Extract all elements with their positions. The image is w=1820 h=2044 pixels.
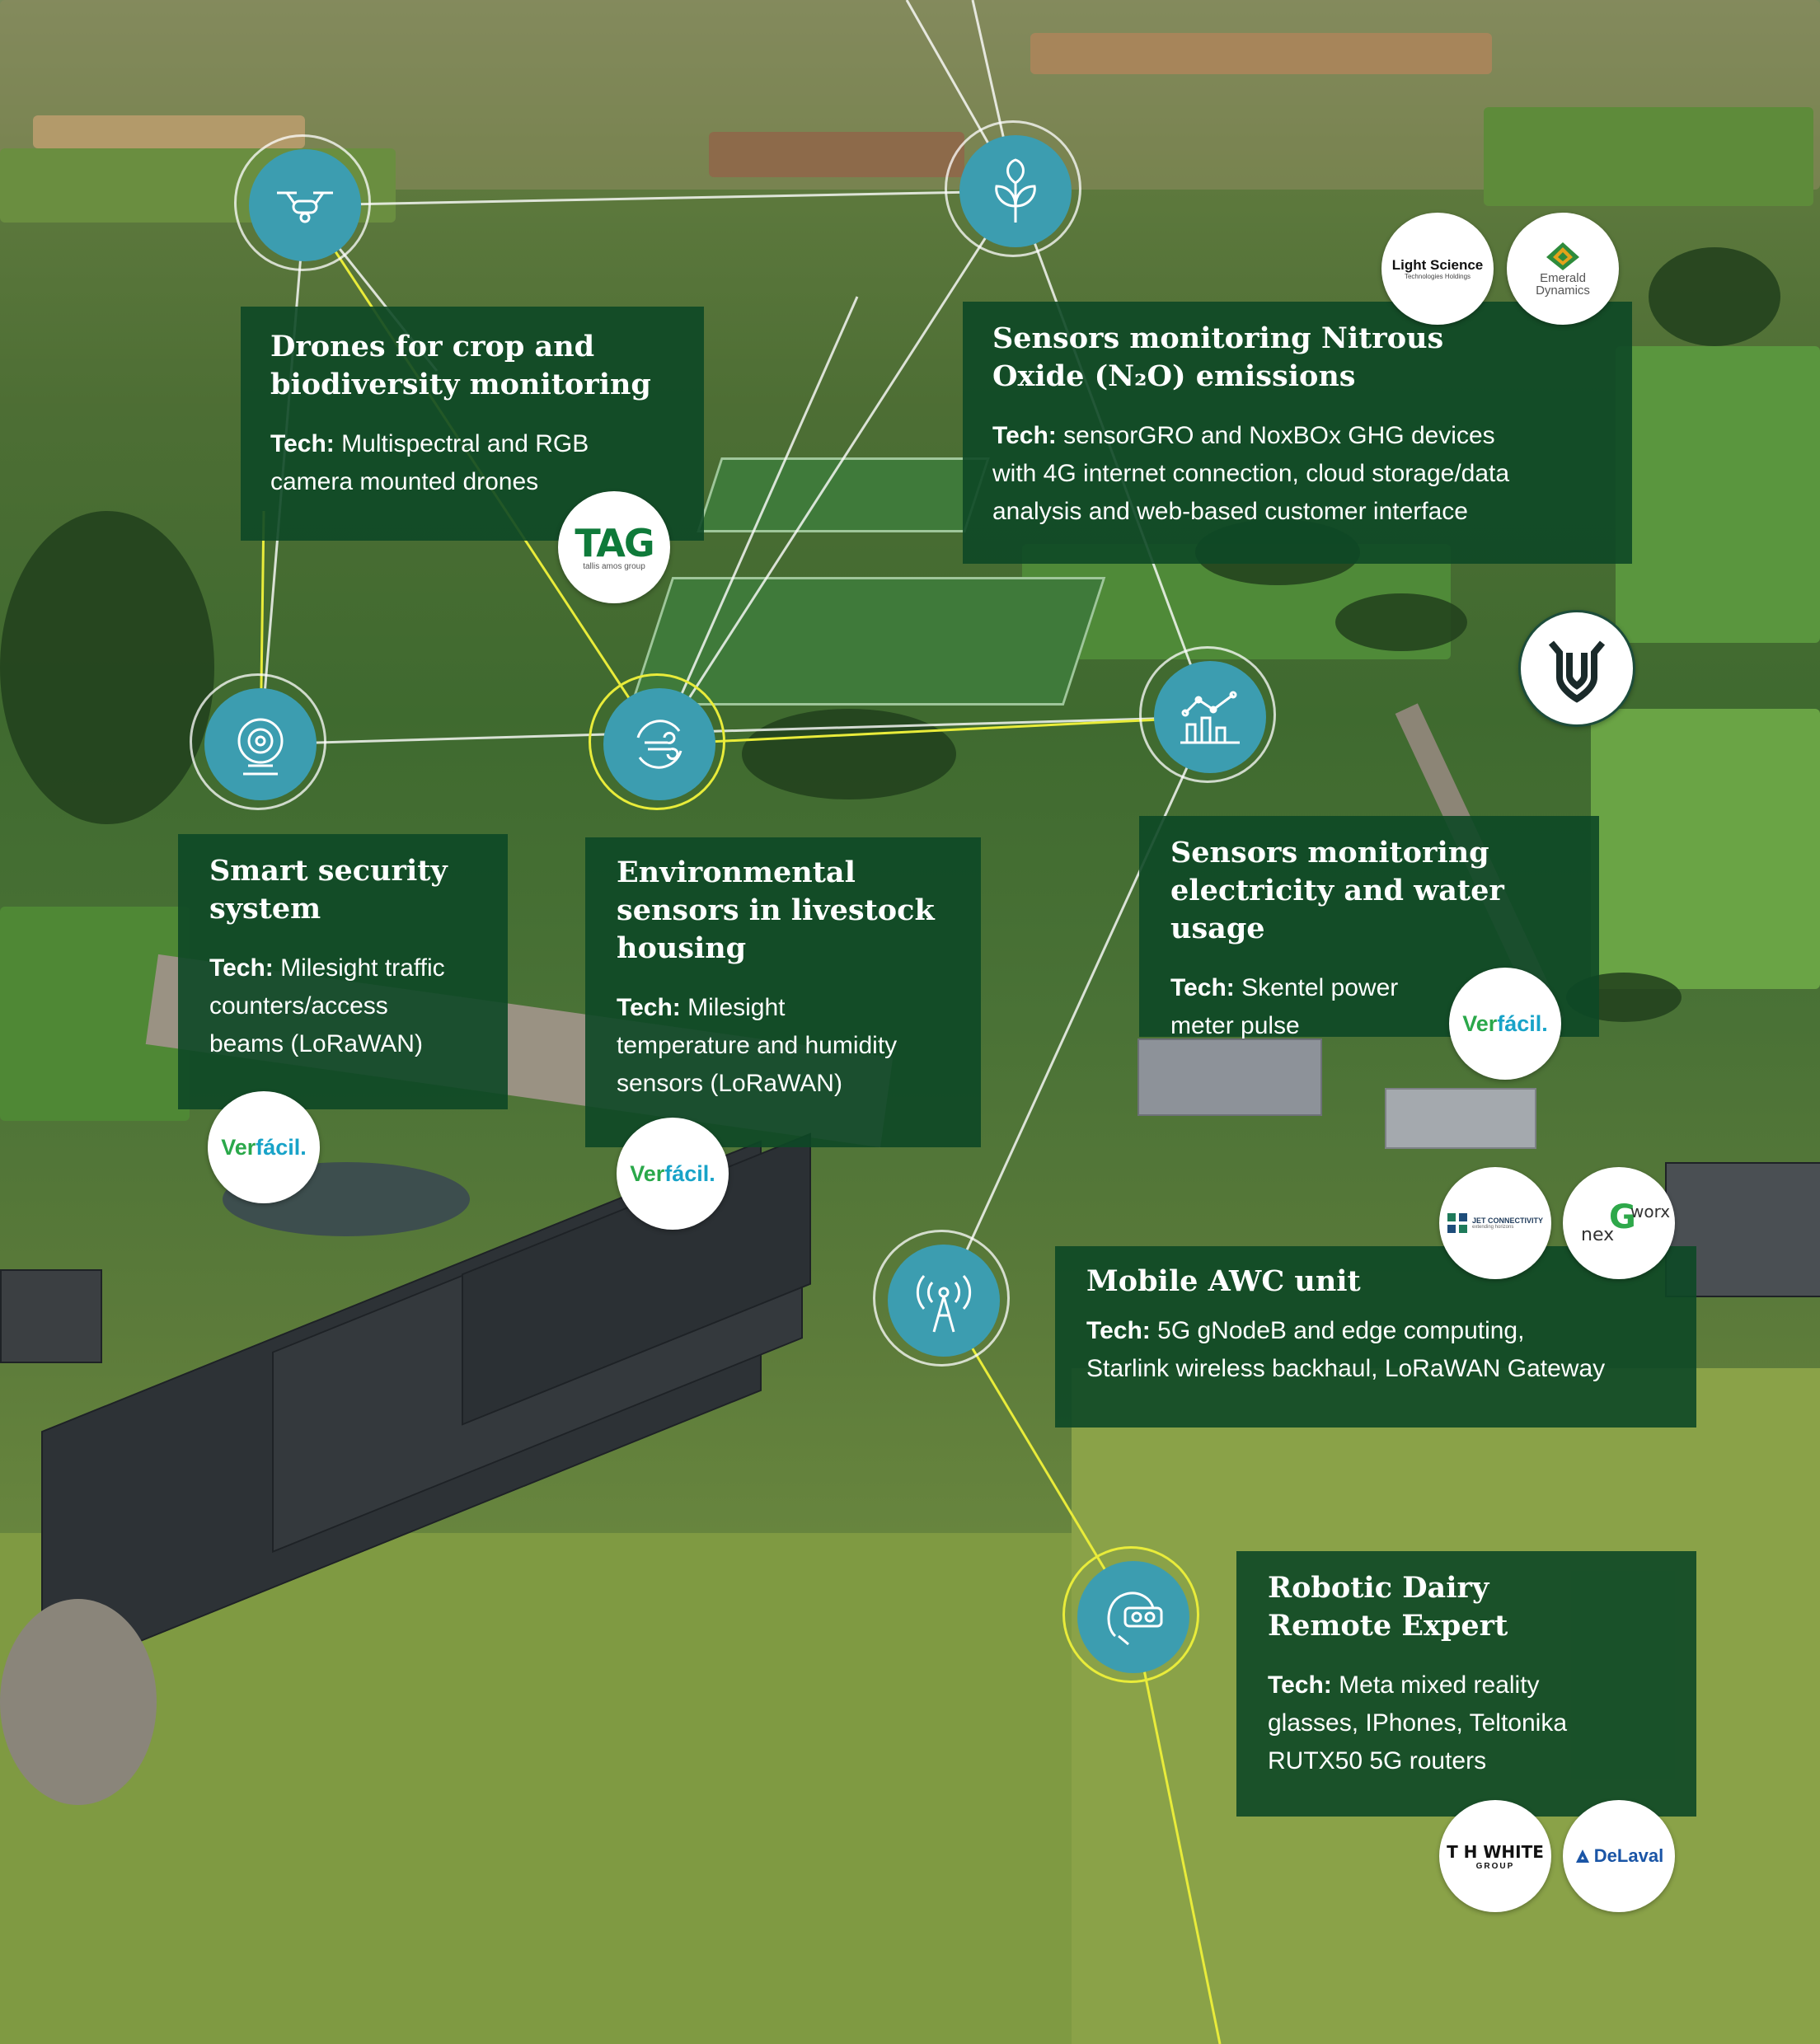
drone-node bbox=[234, 134, 371, 271]
verfacil-logo-1: Verfácil. bbox=[1449, 968, 1561, 1080]
nitrous-title-1: Sensors monitoring Nitrous bbox=[992, 321, 1444, 355]
th-white-logo: T H WHITE GROUP bbox=[1439, 1800, 1551, 1912]
security-node bbox=[190, 673, 326, 810]
awc-title: Mobile AWC unit bbox=[1086, 1264, 1361, 1298]
emerald-diamond-icon bbox=[1546, 242, 1579, 270]
airflow-icon bbox=[636, 720, 682, 769]
delaval-logo: DeLaval bbox=[1563, 1800, 1675, 1912]
environmental-title-1: Environmental bbox=[617, 856, 856, 889]
drones-title-2: biodiversity monitoring bbox=[270, 368, 651, 401]
airflow-node bbox=[589, 673, 725, 810]
awc-card: Mobile AWC unit Tech: 5G gNodeB and edge… bbox=[1055, 1246, 1696, 1428]
cell-tower-icon bbox=[916, 1275, 972, 1333]
environmental-card: Environmental sensors in livestock housing… bbox=[585, 837, 981, 1147]
security-camera-icon bbox=[237, 718, 284, 776]
security-title-1: Smart security bbox=[209, 854, 448, 888]
electricity-title-1: Sensors monitoring bbox=[1170, 836, 1489, 870]
tower-node bbox=[873, 1230, 1010, 1367]
delaval-mark-icon bbox=[1575, 1849, 1589, 1863]
bar-chart-icon bbox=[1180, 691, 1240, 744]
tag-logo: TAG tallis amos group bbox=[558, 491, 670, 603]
vr-node bbox=[1062, 1546, 1199, 1683]
drones-title-1: Drones for crop and bbox=[270, 330, 595, 363]
environmental-title-3: housing bbox=[617, 931, 747, 965]
electricity-title-2: electricity and water usage bbox=[1170, 874, 1504, 945]
jet-mark-icon bbox=[1447, 1213, 1467, 1233]
verfacil-logo-2: Verfácil. bbox=[208, 1091, 320, 1203]
shield-icon bbox=[1548, 640, 1606, 703]
verfacil-logo-3: Verfácil. bbox=[617, 1118, 729, 1230]
light-science-logo: Light Science Technologies Holdings bbox=[1381, 213, 1494, 325]
emerald-dynamics-logo: Emerald Dynamics bbox=[1507, 213, 1619, 325]
robotic-title-1: Robotic Dairy bbox=[1268, 1571, 1489, 1605]
chart-node bbox=[1139, 646, 1276, 783]
drone-icon bbox=[277, 191, 333, 223]
leaf-icon bbox=[995, 158, 1036, 223]
environmental-title-2: sensors in livestock bbox=[617, 893, 935, 927]
leaf-node bbox=[945, 120, 1081, 257]
electricity-card: Sensors monitoring electricity and water … bbox=[1139, 816, 1599, 1039]
nexgworx-logo: G worx nex bbox=[1563, 1167, 1675, 1279]
security-title-2: system bbox=[209, 892, 321, 926]
security-card: Smart security system Tech: Milesight tra… bbox=[178, 834, 508, 1109]
robotic-title-2: Remote Expert bbox=[1268, 1609, 1508, 1643]
vr-headset-icon bbox=[1107, 1592, 1163, 1646]
nitrous-title-2: Oxide (N₂O) emissions bbox=[992, 359, 1356, 393]
awc-tech: Tech: 5G gNodeB and edge computing,Starl… bbox=[1086, 1317, 1606, 1382]
shield-logo bbox=[1518, 610, 1635, 727]
